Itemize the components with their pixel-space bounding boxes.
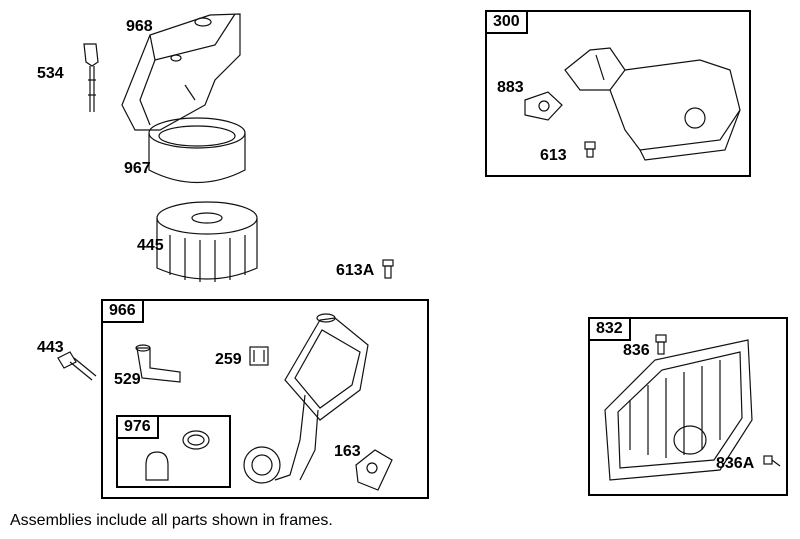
frame-300: 300: [485, 10, 751, 177]
part-label-529: 529: [114, 371, 141, 388]
elbow-tube-drawing: [135, 344, 181, 383]
filter-976-drawing: [145, 430, 210, 481]
frame-tag-300: 300: [485, 10, 528, 34]
part-label-445: 445: [137, 237, 164, 254]
part-label-836: 836: [623, 342, 650, 359]
air-cleaner-cover-drawing: [121, 13, 241, 131]
muffler-guard-drawing: [604, 339, 753, 481]
part-label-259: 259: [215, 351, 242, 368]
part-label-613A: 613A: [336, 262, 375, 279]
clamp-drawing: [249, 346, 269, 366]
screw-836A-drawing: [763, 455, 781, 467]
frame-tag-976: 976: [116, 415, 159, 439]
frame-966: 966: [101, 299, 429, 499]
pre-cleaner-drawing: [148, 117, 246, 183]
gasket-163-drawing: [355, 449, 393, 491]
screw-613-drawing: [584, 141, 596, 158]
frame-976: 976: [116, 415, 231, 488]
part-label-163: 163: [334, 443, 361, 460]
part-label-534: 534: [37, 65, 64, 82]
breather-tube-drawing: [83, 43, 99, 112]
screw-613A-drawing: [382, 259, 394, 279]
filter-cartridge-drawing: [156, 201, 258, 282]
frame-tag-966: 966: [101, 299, 144, 323]
gasket-883-drawing: [524, 91, 563, 121]
footer-note: Assemblies include all parts shown in fr…: [10, 512, 333, 529]
part-label-968: 968: [126, 18, 153, 35]
part-label-443: 443: [37, 339, 64, 356]
part-label-613: 613: [540, 147, 567, 164]
part-label-883: 883: [497, 79, 524, 96]
part-label-836A: 836A: [716, 455, 755, 472]
air-cleaner-base-drawing: [243, 313, 369, 484]
bolt-443-drawing: [57, 351, 97, 381]
muffler-assembly-drawing: [564, 47, 741, 161]
part-label-967: 967: [124, 160, 151, 177]
frame-tag-832: 832: [588, 317, 631, 341]
frame-832: 832: [588, 317, 788, 496]
screw-836-drawing: [655, 334, 667, 355]
